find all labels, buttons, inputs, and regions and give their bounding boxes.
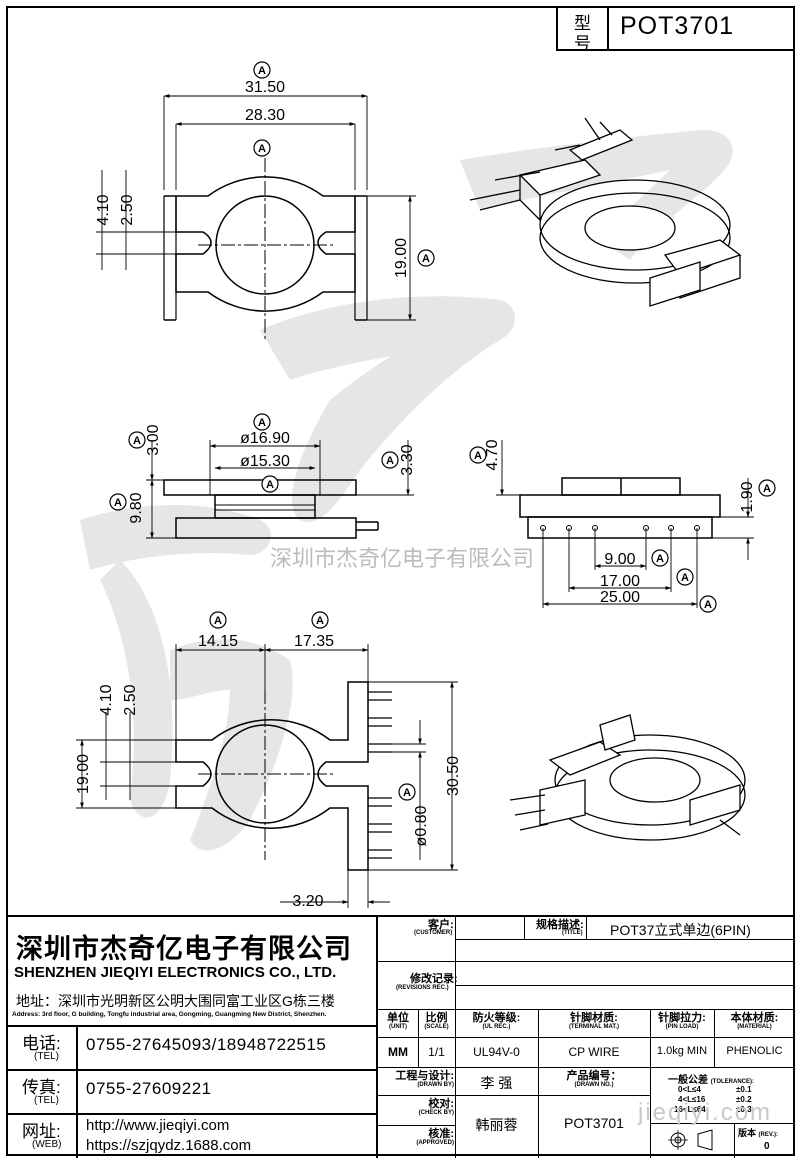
fax-label-en: (TEL) [34,1095,59,1106]
fax-label: 传真: [22,1078,61,1097]
dim-bottom-slot-a: 4.10 [98,684,115,715]
header-scale: 比例 (SCALE) [424,1012,449,1030]
info-block: 客户: (CUSTOMER) 规格描述: (TITLE) POT37立式单边(6… [378,917,795,1158]
dim-pin-dia: ø0.80 [413,805,430,846]
dim-top-width-outer: 31.50 [245,79,285,96]
tol-value-1: ±0.1 [736,1085,752,1094]
value-pin-load: 1.0kg MIN [656,1045,708,1057]
model-label-2: 号 [574,34,591,53]
header-terminal: 针脚材质: (TERMINAL MAT.) [568,1012,620,1030]
isometric-view-bottom [509,714,746,841]
tel-value: 0755-27645093/18948722515 [86,1035,327,1054]
company-block: 深圳市杰奇亿电子有限公司 SHENZHEN JIEQIYI ELECTRONIC… [6,917,378,1158]
customer-label: 客户: [428,919,454,931]
watermark-site: jieqiyi.com [638,1099,773,1126]
dim-top-slot-b: 2.50 [119,194,136,225]
model-box [556,6,795,51]
address-cn: 地址：深圳市光明新区公明大围同富工业区G栋三楼 [16,993,335,1009]
rev-value: 0 [764,1141,770,1152]
title-label-en: (TITLE) [562,930,583,936]
header-material: 本体材质: (MATERIAL) [730,1012,779,1030]
watermark-brush [80,129,733,851]
dim-side-dia-outer: ø16.90 [240,430,290,447]
front-view [519,477,721,539]
side-view [163,479,379,539]
dim-side-top: 3.00 [145,424,162,455]
value-terminal: CP WIRE [568,1045,620,1059]
web-label-en: (WEB) [32,1139,62,1150]
top-view [163,176,368,321]
isometric-view-top [469,117,742,307]
drawn-by-value: 李 强 [480,1075,513,1091]
customer-label-en: (CUSTOMER) [414,930,453,936]
tol-value-3: ±0.3 [736,1105,752,1114]
technical-drawing: A [75,61,776,910]
dim-pin-extend: 3.20 [292,893,323,910]
header-pin-load: 针脚拉力: (PIN LOAD) [658,1012,706,1030]
tol-value-2: ±0.2 [736,1095,752,1104]
web-link-1[interactable]: http://www.jieqiyi.com [86,1117,230,1134]
revisions-label-en: (REVISIONS REC.) [396,985,449,991]
dim-top-width-inner: 28.30 [245,107,285,124]
approved-label: 核准: (APPROVED) [416,1128,454,1146]
tol-range-2: 4<L≤16 [678,1095,706,1104]
company-name-en: SHENZHEN JIEQIYI ELECTRONICS CO., LTD. [14,964,337,981]
dim-side-dia-inner: ø15.30 [240,453,290,470]
dim-side-total: 9.80 [128,492,145,523]
watermark-company: 深圳市杰奇亿电子有限公司 [270,547,534,572]
title-value: POT37立式单边(6PIN) [610,922,751,938]
drawing-no-value: POT3701 [564,1115,624,1131]
company-name-cn: 深圳市杰奇亿电子有限公司 [16,934,352,964]
web-link-2[interactable]: https://szjqydz.1688.com [86,1137,252,1154]
check-by-label: 校对: (CHECK BY) [418,1098,454,1116]
value-scale: 1/1 [428,1045,445,1059]
value-material: PHENOLIC [726,1045,783,1057]
drawing-no-label: 产品编号： (DRAWN NO.) [566,1070,622,1088]
model-number: POT3701 [620,12,735,40]
dim-pin-span-2: 17.00 [600,573,640,590]
dim-top-slot-a: 4.10 [95,194,112,225]
model-label-1: 型 [574,14,591,33]
tel-label-en: (TEL) [34,1051,59,1062]
dim-bottom-height: 19.00 [75,754,92,794]
projection-symbol-icon [668,1129,713,1151]
rev-label: 版本 (REV.): [738,1128,778,1138]
web-label: 网址: [22,1122,61,1141]
title-block: 深圳市杰奇亿电子有限公司 SHENZHEN JIEQIYI ELECTRONIC… [6,915,795,1158]
header-unit: 单位 (UNIT) [387,1012,409,1030]
tel-label: 电话: [22,1034,61,1053]
check-by-value: 韩丽蓉 [475,1117,518,1133]
dim-bottom-right: 17.35 [294,633,334,650]
dim-bottom-slot-b: 2.50 [122,684,139,715]
drawn-by-label: 工程与设计: (DRAWN BY) [395,1070,454,1088]
tol-range-3: 16<L≤64 [674,1105,706,1114]
dim-pin-span-1: 9.00 [604,551,635,568]
fax-value: 0755-27609221 [86,1079,212,1098]
dim-top-height: 19.00 [393,238,410,278]
dim-front-pin-offset: 1.90 [739,481,756,512]
tol-range-1: 0<L≤4 [678,1085,701,1094]
dim-front-top: 4.70 [484,439,501,470]
dim-bottom-total: 30.50 [445,756,462,796]
revisions-label: 修改记录: [410,973,458,985]
tolerance-title: 一般公差 (TOLERANCE): [668,1075,754,1086]
address-en: Address: 3rd floor, G building, Tongfu i… [12,1011,327,1018]
value-unit: MM [388,1045,408,1059]
dim-side-height: 3.30 [399,444,416,475]
sheet-frame [6,6,795,1156]
title-label: 规格描述: [536,919,584,931]
dim-bottom-left: 14.15 [198,633,238,650]
header-ul: 防火等级: (UL REC.) [472,1012,521,1030]
value-ul: UL94V-0 [473,1045,520,1059]
dim-pin-span-3: 25.00 [600,589,640,606]
